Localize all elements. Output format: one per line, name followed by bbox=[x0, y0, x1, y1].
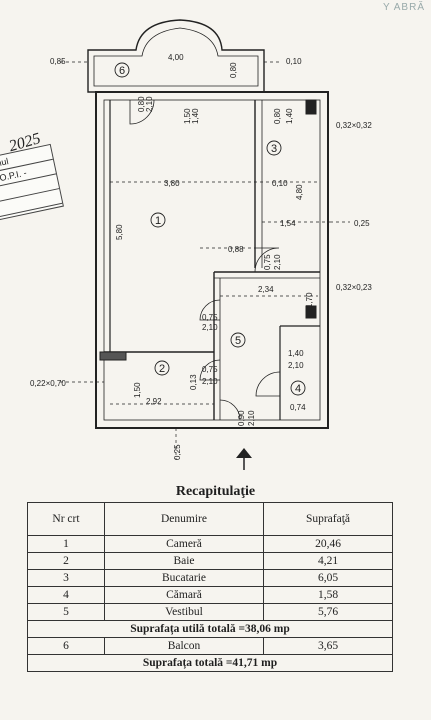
room-number-2: 2 bbox=[159, 363, 165, 375]
row-nr: 5 bbox=[27, 603, 105, 621]
room-number-6: 6 bbox=[119, 65, 125, 77]
dim-r2-v2: 1,50 bbox=[133, 382, 142, 398]
balcony-inner bbox=[93, 27, 259, 87]
table-row: 4 Cămară 1,58 bbox=[27, 586, 393, 604]
balcony-outline bbox=[87, 19, 265, 93]
table-row: 5 Vestibul 5,76 bbox=[27, 603, 393, 621]
corner-watermark-text: Y ABRĂ bbox=[383, 2, 425, 13]
row-nr: 4 bbox=[27, 586, 105, 604]
outer-wall bbox=[95, 91, 329, 429]
dim-corner-tr: 0,32×0,32 bbox=[336, 121, 372, 130]
row-name: Vestibul bbox=[104, 603, 264, 621]
dim-top-right: 0,10 bbox=[286, 57, 302, 66]
row-name: Bucatarie bbox=[104, 569, 264, 587]
dim-r6-v2: 2,10 bbox=[145, 96, 154, 112]
door-room2 bbox=[199, 359, 221, 381]
dim-bottom-v1: 0,90 bbox=[237, 410, 246, 426]
north-arrow-icon bbox=[236, 448, 252, 470]
dim-door5a-w: 0,75 bbox=[202, 313, 218, 322]
dim-w-154: 1,54 bbox=[280, 219, 296, 228]
dim-mid-v: 1,50 bbox=[183, 108, 192, 124]
dim-w-025: 0,25 bbox=[354, 219, 370, 228]
door-room6 bbox=[129, 99, 155, 125]
row-area: 5,76 bbox=[263, 603, 393, 621]
table-row: 2 Baie 4,21 bbox=[27, 552, 393, 570]
dim-r4-w: 1,40 bbox=[288, 349, 304, 358]
row-name: Baie bbox=[104, 552, 264, 570]
recap-title: Recapitulaţie bbox=[175, 484, 256, 499]
row-nr: 1 bbox=[27, 535, 105, 553]
row-area: 1,58 bbox=[263, 586, 393, 604]
row-area: 6,05 bbox=[263, 569, 393, 587]
dim-bottom-v2: 2,10 bbox=[247, 410, 256, 426]
balcony-nr: 6 bbox=[27, 637, 105, 655]
dim-bottom: 0,25 bbox=[173, 444, 182, 460]
header-name: Denumire bbox=[104, 502, 264, 536]
door-room4 bbox=[255, 371, 281, 397]
dim-top-mid: 4,00 bbox=[168, 53, 184, 62]
row-nr: 3 bbox=[27, 569, 105, 587]
dim-v-075: 0,75 bbox=[263, 254, 272, 270]
dim-width-380: 3,80 bbox=[164, 179, 180, 188]
balcony-area: 3,65 bbox=[263, 637, 393, 655]
door-room3 bbox=[254, 247, 280, 273]
dim-w-088: 0,88 bbox=[228, 245, 244, 254]
balcony-name: Balcon bbox=[104, 637, 264, 655]
room-number-3: 3 bbox=[271, 143, 277, 155]
balcony-row: 6 Balcon 3,65 bbox=[27, 637, 393, 655]
room-number-5: 5 bbox=[235, 335, 241, 347]
table-row: 3 Bucatarie 6,05 bbox=[27, 569, 393, 587]
floor-plan-svg: 6 3 1 5 2 4 0,85 4,00 0,10 0,80 0,80 2,1… bbox=[30, 19, 372, 470]
dim-top-v: 0,80 bbox=[229, 62, 238, 78]
dim-v-210: 2,10 bbox=[273, 254, 282, 270]
recap-header-row: Nr crt Denumire Suprafaţă bbox=[27, 502, 393, 536]
header-nr: Nr crt bbox=[27, 502, 105, 536]
useful-total-row: Suprafața utilă totală =38,06 mp bbox=[27, 620, 393, 638]
dim-door5b-w: 0,75 bbox=[202, 365, 218, 374]
room-number-1: 1 bbox=[155, 215, 161, 227]
dim-r1-h: 5,80 bbox=[115, 224, 124, 240]
dim-r3-v2: 1,40 bbox=[285, 108, 294, 124]
dim-r4-v: 1,70 bbox=[305, 292, 314, 308]
recap-table: Nr crt Denumire Suprafaţă 1 Cameră 20,46… bbox=[27, 502, 393, 672]
row-name: Cameră bbox=[104, 535, 264, 553]
dim-corner-r: 0,32×0,23 bbox=[336, 283, 372, 292]
dim-r3-h: 4,80 bbox=[295, 184, 304, 200]
dim-r4-h: 2,10 bbox=[288, 361, 304, 370]
column-mid-right bbox=[305, 305, 317, 319]
door-room1 bbox=[199, 299, 221, 321]
dim-top-left: 0,85 bbox=[50, 57, 66, 66]
table-row: 1 Cameră 20,46 bbox=[27, 535, 393, 553]
row-area: 4,21 bbox=[263, 552, 393, 570]
door-entrance bbox=[219, 399, 241, 421]
useful-total: Suprafața utilă totală =38,06 mp bbox=[27, 620, 393, 638]
column-top-right bbox=[305, 99, 317, 115]
grand-total: Suprafața totală =41,71 mp bbox=[27, 654, 393, 672]
column-left bbox=[99, 351, 127, 361]
header-area: Suprafaţă bbox=[263, 502, 393, 536]
dim-left-corner: 0,22×0,70 bbox=[30, 379, 66, 388]
dim-r4-bottom: 0,74 bbox=[290, 403, 306, 412]
dim-w-234: 2,34 bbox=[258, 285, 274, 294]
dim-r6-v: 0,80 bbox=[137, 96, 146, 112]
dim-door5a-h: 2,10 bbox=[202, 323, 218, 332]
dim-w-010: 0,10 bbox=[272, 179, 288, 188]
room-number-4: 4 bbox=[295, 383, 301, 395]
row-nr: 2 bbox=[27, 552, 105, 570]
dim-door5b-h: 2,10 bbox=[202, 377, 218, 386]
row-area: 20,46 bbox=[263, 535, 393, 553]
inner-wall bbox=[103, 99, 321, 421]
floor-plan: 6 3 1 5 2 4 0,85 4,00 0,10 0,80 0,80 2,1… bbox=[30, 19, 372, 470]
row-name: Cămară bbox=[104, 586, 264, 604]
dim-r3-v: 0,80 bbox=[273, 108, 282, 124]
dim-r2-w: 2,92 bbox=[146, 397, 162, 406]
dim-r2-v: 0,13 bbox=[189, 374, 198, 390]
grand-total-row: Suprafața totală =41,71 mp bbox=[27, 654, 393, 672]
dim-mid-v2: 1,40 bbox=[191, 108, 200, 124]
